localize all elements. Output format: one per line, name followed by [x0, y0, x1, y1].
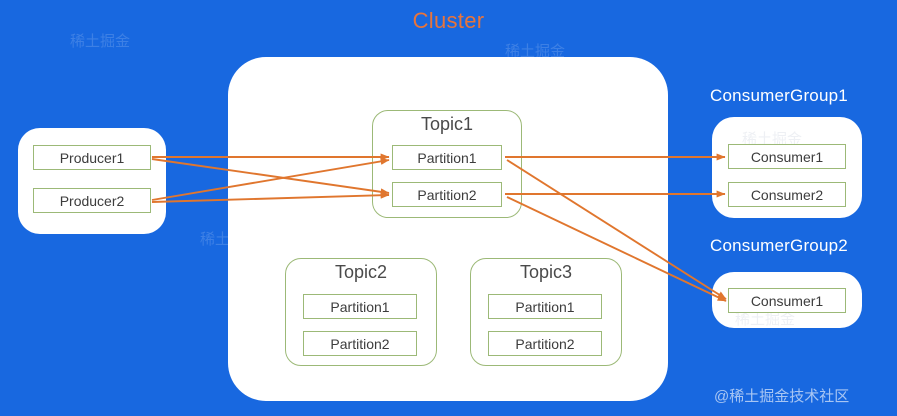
consumer-group-2-title: ConsumerGroup2 [710, 236, 848, 255]
topic-label-topic2: Topic2 [334, 262, 388, 282]
producer-2-box[interactable]: Producer2 [33, 188, 151, 213]
topic2-partition-1-box[interactable]: Partition1 [303, 294, 417, 319]
topic-label-topic3: Topic3 [519, 262, 573, 282]
cg1-consumer-2-box[interactable]: Consumer2 [728, 182, 846, 207]
watermark-tile: 稀土掘金 [505, 43, 566, 60]
cg1-consumer-1-box[interactable]: Consumer1 [728, 144, 846, 169]
topic-label-topic1: Topic1 [420, 114, 474, 134]
topic1-partition-1-box[interactable]: Partition1 [392, 145, 502, 170]
topic3-partition-2-box[interactable]: Partition2 [488, 331, 602, 356]
cg2-consumer-1-box[interactable]: Consumer1 [728, 288, 846, 313]
cluster-title: Cluster [412, 8, 485, 33]
consumer-group-1-title: ConsumerGroup1 [710, 86, 848, 105]
producer-group-panel [18, 128, 166, 234]
topic2-partition-2-box[interactable]: Partition2 [303, 331, 417, 356]
watermark-tile: 稀土掘金 [70, 33, 131, 50]
topic3-partition-1-box[interactable]: Partition1 [488, 294, 602, 319]
watermark-tile: 稀土掘金 [735, 311, 796, 328]
producer-1-box[interactable]: Producer1 [33, 145, 151, 170]
topic1-partition-2-box[interactable]: Partition2 [392, 182, 502, 207]
brand-watermark: @稀土掘金技术社区 [714, 388, 850, 405]
watermark-tile: 稀土掘金 [742, 131, 803, 148]
